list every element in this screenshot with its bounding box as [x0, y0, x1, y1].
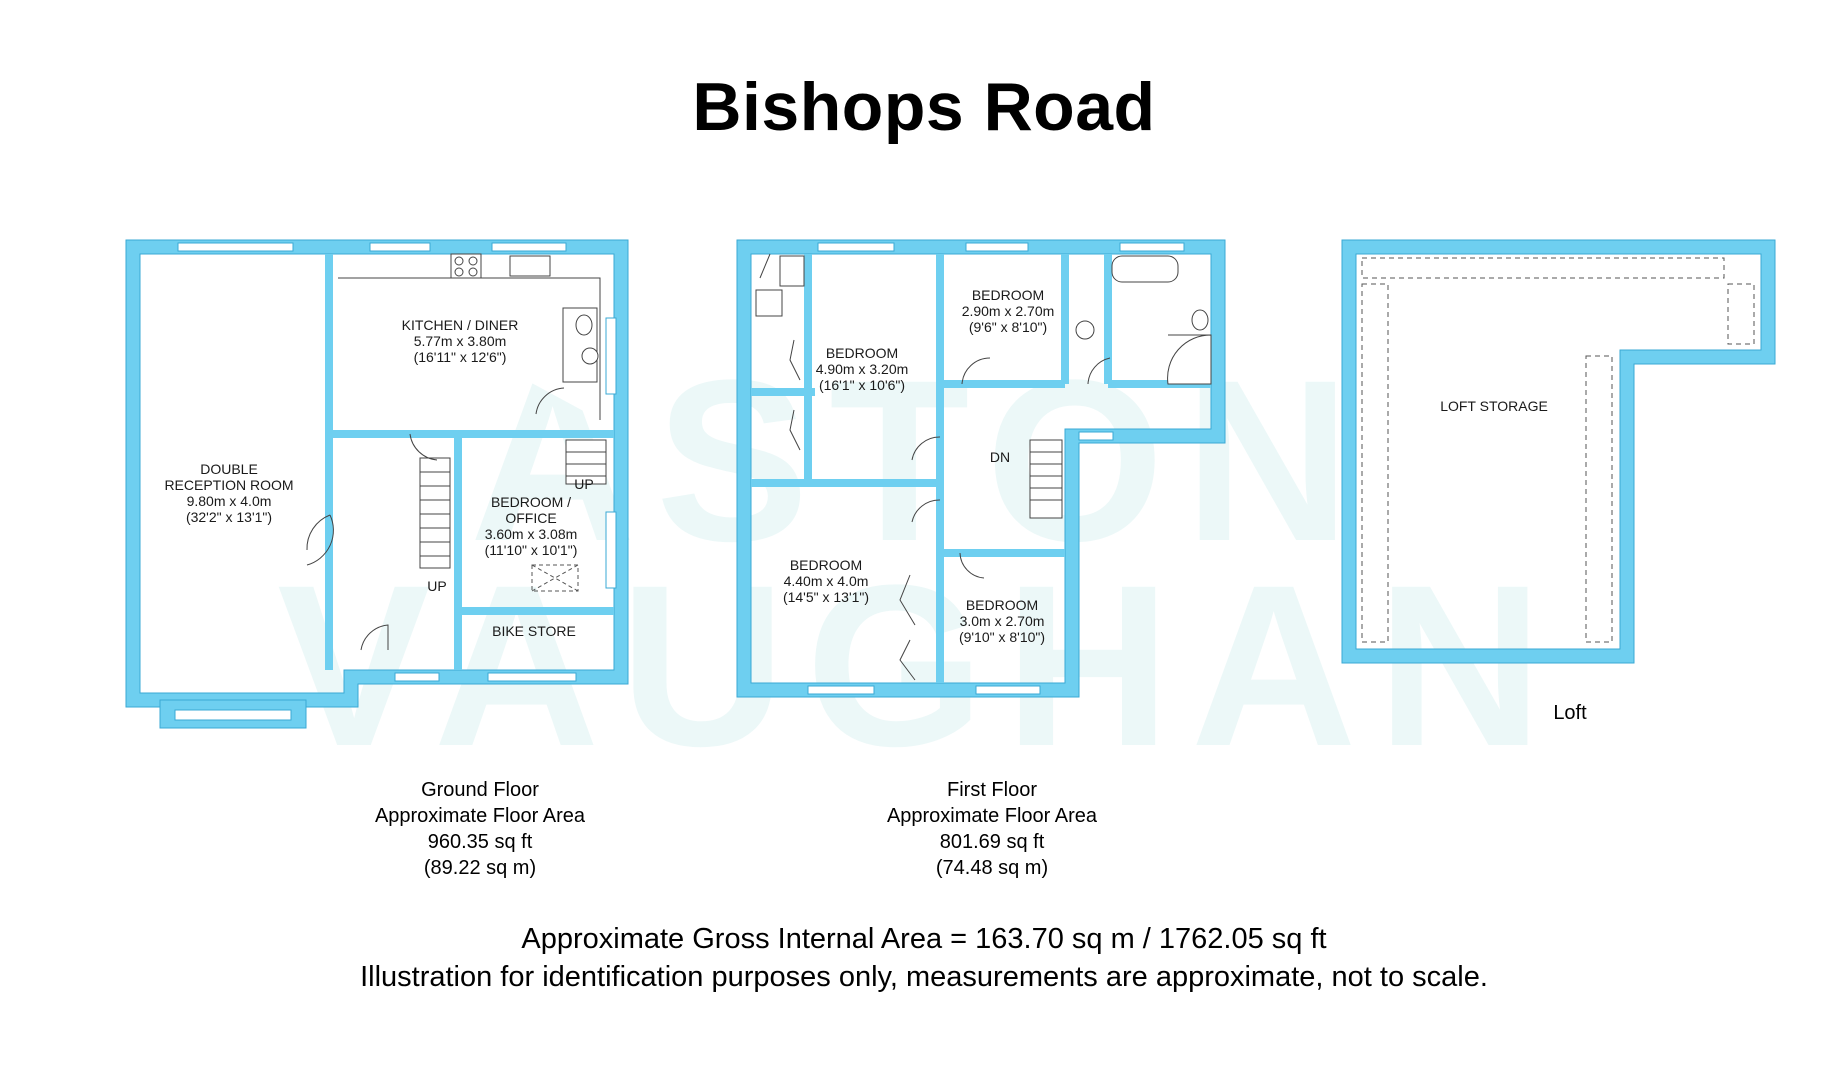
ground-stairs-up2-label: UP [574, 476, 593, 492]
bed4-imperial: (9'10" x 8'10") [959, 629, 1045, 645]
first-floor-windows [807, 242, 1185, 695]
bed4-dims: 3.0m x 2.70m [960, 613, 1045, 629]
loft-label: Loft [1553, 702, 1587, 724]
first-floor-doors [911, 357, 1111, 579]
first-floor-label-line3: 801.69 sq ft [939, 831, 1045, 853]
ground-bay-window [159, 699, 307, 729]
kitchen-imperial: (16'11" x 12'6") [414, 349, 507, 365]
kitchen-name: KITCHEN / DINER [402, 317, 519, 333]
bed1-dims: 4.90m x 3.20m [816, 361, 909, 377]
reception-name2: RECEPTION ROOM [164, 477, 293, 493]
office-skylight [531, 564, 579, 592]
first-floor-label-line4: (74.48 sq m) [935, 857, 1049, 879]
loft-storage-name: LOFT STORAGE [1440, 398, 1548, 414]
office-imperial: (11'10" x 10'1") [485, 542, 578, 558]
loft-outer-walls [1342, 240, 1775, 663]
ground-floor-plan: DOUBLE RECEPTION ROOM 9.80m x 4.0m (32'2… [125, 239, 629, 729]
ground-floor-label-line2: Approximate Floor Area [374, 805, 586, 827]
ground-floor-windows [177, 242, 617, 682]
loft-eaves [1361, 257, 1755, 643]
bike-store-name: BIKE STORE [492, 623, 576, 639]
first-floor-wall-outline [736, 239, 1226, 698]
office-dims: 3.60m x 3.08m [485, 526, 578, 542]
ground-doors [306, 387, 565, 651]
ground-floor-wall-outline [125, 239, 629, 708]
ground-room-labels: DOUBLE RECEPTION ROOM 9.80m x 4.0m (32'2… [164, 317, 593, 639]
first-floor-label-line2: Approximate Floor Area [886, 805, 1098, 827]
first-floor-stairs [1029, 439, 1063, 519]
ground-floor-label: Ground Floor Approximate Floor Area 960.… [230, 777, 730, 881]
first-floor-wardrobes [759, 253, 916, 681]
bed2-name: BEDROOM [972, 287, 1044, 303]
ground-floor-label-line1: Ground Floor [421, 779, 539, 801]
office-name2: OFFICE [505, 510, 556, 526]
ground-floor-internal-walls [325, 254, 614, 670]
bed4-name: BEDROOM [966, 597, 1038, 613]
first-stairs-down-label: DN [990, 449, 1010, 465]
first-floor-outer-walls [737, 240, 1225, 697]
reception-name1: DOUBLE [200, 461, 258, 477]
bed1-name: BEDROOM [826, 345, 898, 361]
bed3-imperial: (14'5" x 13'1") [783, 589, 869, 605]
kitchen-worktop [338, 253, 601, 420]
bed1-imperial: (16'1" x 10'6") [819, 377, 905, 393]
bed3-dims: 4.40m x 4.0m [784, 573, 869, 589]
gross-area-text: Approximate Gross Internal Area = 163.70… [521, 923, 1327, 955]
first-floor-bathroom-fixtures [755, 255, 1212, 385]
watermark-line2: VAUGHAN [277, 537, 1563, 794]
first-floor-label-line1: First Floor [947, 779, 1037, 801]
footer: Approximate Gross Internal Area = 163.70… [0, 920, 1848, 996]
ground-stairs-up-label: UP [427, 578, 446, 594]
first-floor-internal-walls [751, 254, 1211, 683]
loft-wall-outline [1341, 239, 1776, 664]
watermark: ASTON VAUGHAN [277, 332, 1563, 794]
bed3-name: BEDROOM [790, 557, 862, 573]
reception-dims: 9.80m x 4.0m [187, 493, 272, 509]
ground-floor-label-line4: (89.22 sq m) [423, 857, 537, 879]
ground-floor-label-line3: 960.35 sq ft [427, 831, 533, 853]
ground-wc [562, 307, 599, 383]
first-floor-plan: BEDROOM 4.90m x 3.20m (16'1" x 10'6") BE… [736, 239, 1226, 698]
reception-imperial: (32'2" x 13'1") [186, 509, 272, 525]
first-room-labels: BEDROOM 4.90m x 3.20m (16'1" x 10'6") BE… [783, 287, 1054, 645]
bed2-imperial: (9'6" x 8'10") [969, 319, 1047, 335]
office-name1: BEDROOM / [491, 494, 571, 510]
ground-stairs [419, 439, 607, 569]
loft-plan: LOFT STORAGE [1341, 239, 1776, 664]
page-title: Bishops Road [692, 69, 1156, 145]
disclaimer-text: Illustration for identification purposes… [360, 961, 1488, 993]
bed2-dims: 2.90m x 2.70m [962, 303, 1055, 319]
first-floor-label: First Floor Approximate Floor Area 801.6… [742, 777, 1242, 881]
kitchen-dims: 5.77m x 3.80m [414, 333, 507, 349]
